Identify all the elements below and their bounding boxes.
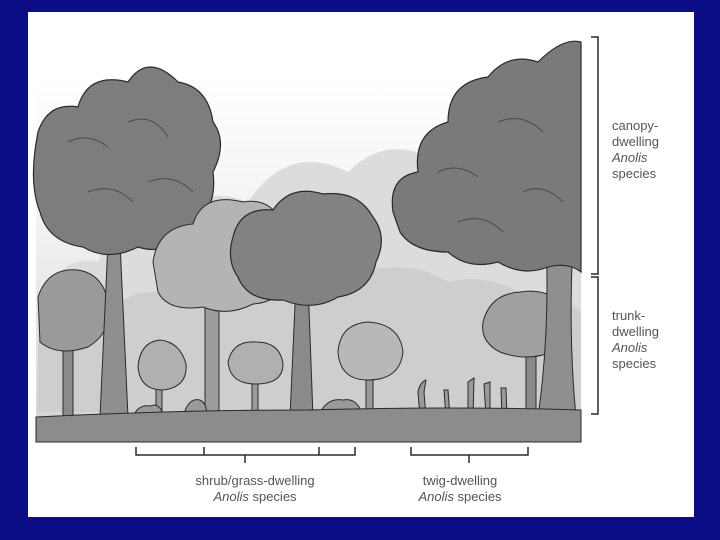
- ground: [35, 407, 582, 443]
- shrub-label-genus: Anolis: [213, 489, 249, 504]
- trunk-label-tail: species: [612, 356, 657, 371]
- canopy-label: canopy- dwelling Anolis species: [612, 118, 659, 182]
- shrub-label: shrub/grass-dwelling Anolis species: [175, 473, 335, 505]
- shrub-label-tail: species: [248, 489, 297, 504]
- tree-center: [229, 190, 382, 418]
- trunk-label: trunk- dwelling Anolis species: [612, 308, 659, 372]
- canopy-label-genus: Anolis: [612, 150, 648, 165]
- trunk-label-line1: trunk-: [612, 308, 646, 323]
- twig-label-tail: species: [453, 489, 502, 504]
- tree-right-large: [391, 40, 582, 418]
- figure-panel: canopy- dwelling Anolis species trunk- d…: [28, 12, 694, 517]
- forest-illustration: [32, 36, 599, 463]
- shrub-bracket: [135, 447, 356, 463]
- canopy-label-line2: dwelling: [612, 134, 659, 149]
- trunk-label-line2: dwelling: [612, 324, 659, 339]
- shrub-label-line1: shrub/grass-dwelling: [195, 473, 315, 488]
- twig-label: twig-dwelling Anolis species: [400, 473, 520, 505]
- canopy-label-tail: species: [612, 166, 657, 181]
- trunk-bracket: [591, 276, 599, 415]
- canopy-label-line1: canopy-: [612, 118, 659, 133]
- twig-bracket: [410, 447, 529, 463]
- canopy-bracket: [591, 36, 599, 275]
- twig-label-line1: twig-dwelling: [422, 473, 498, 488]
- shrub-tree-3: [337, 321, 404, 418]
- shrub-tree-2: [227, 341, 284, 418]
- twig-label-genus: Anolis: [418, 489, 454, 504]
- trunk-label-genus: Anolis: [612, 340, 648, 355]
